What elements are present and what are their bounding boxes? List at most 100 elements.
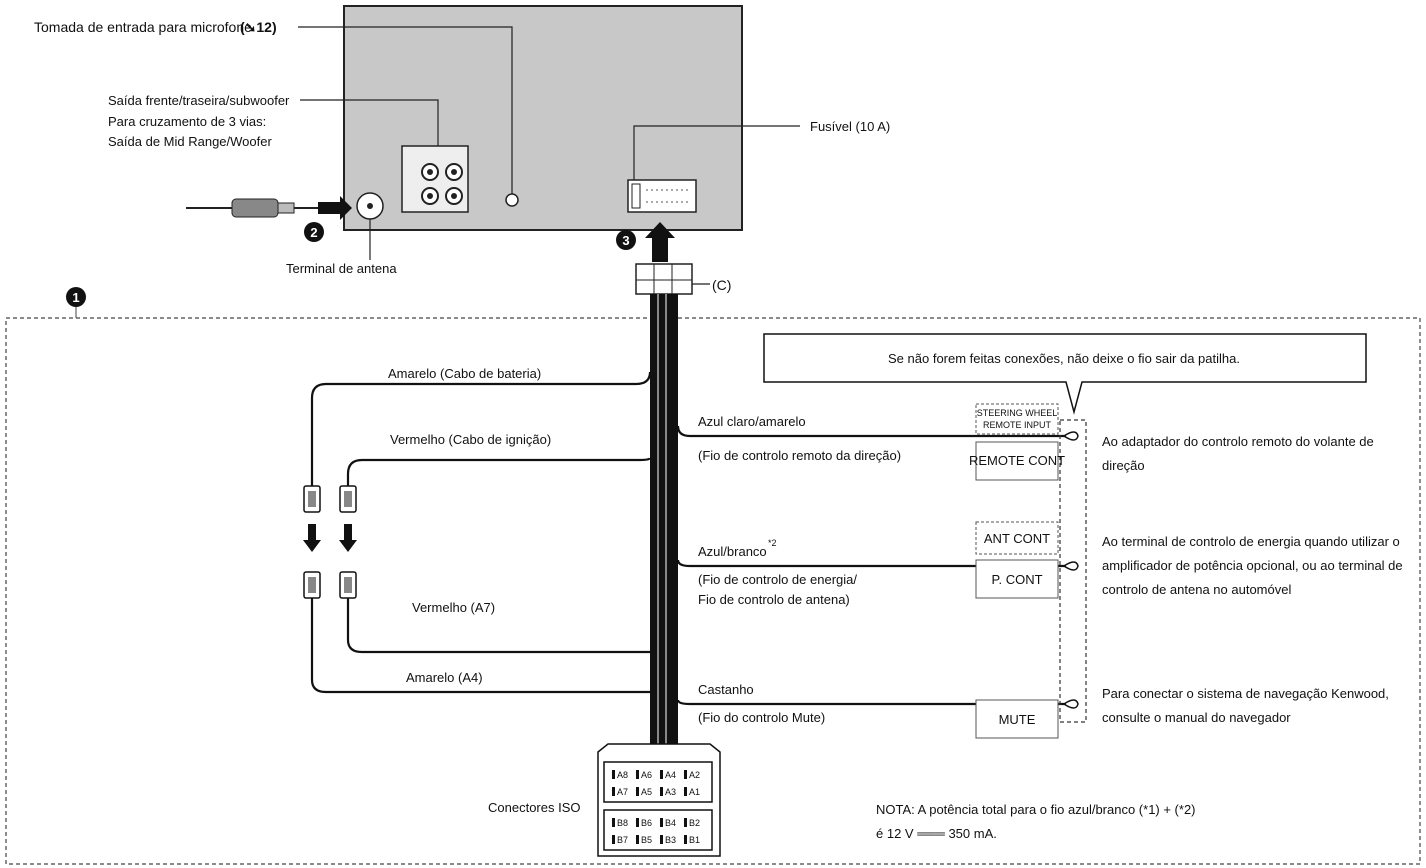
tie-box: [1059, 419, 1087, 723]
steering-label-1: STEERING WHEEL: [977, 408, 1058, 418]
iso-pin-b6: B6: [641, 818, 652, 828]
mic-leader: [298, 26, 513, 194]
right-wires: [676, 425, 1066, 706]
mic-jack-label: Tomada de entrada para microfone: [34, 19, 252, 35]
iso-pin-a3: A3: [665, 787, 676, 797]
antenna-terminal-label: Terminal de antena: [286, 261, 397, 276]
power-desc-2: amplificador de potência opcional, ou ao…: [1102, 558, 1403, 573]
ant-cont-box: [975, 521, 1059, 555]
output-leader: [300, 99, 439, 146]
iso-pin-mark: [660, 770, 663, 779]
power-desc-3: controlo de antena no automóvel: [1102, 582, 1291, 597]
iso-pin-b1: B1: [689, 835, 700, 845]
nav-desc-2: consulte o manual do navegador: [1102, 710, 1291, 725]
brown-label: Castanho: [698, 682, 754, 697]
step-1-number: 1: [72, 290, 79, 305]
step-1-badge: [66, 287, 86, 307]
main-connector: [627, 179, 697, 213]
connector-c: [635, 263, 693, 295]
nav-desc-1: Para conectar o sistema de navegação Ken…: [1102, 686, 1389, 701]
power-desc-1: Ao terminal de controlo de energia quand…: [1102, 534, 1400, 549]
iso-pin-b3: B3: [665, 835, 676, 845]
iso-pin-mark: [636, 835, 639, 844]
left-wires: [310, 371, 652, 694]
iso-pin-b4: B4: [665, 818, 676, 828]
harness-area: [5, 317, 1421, 865]
mic-jack: [505, 193, 519, 207]
steering-label-2: REMOTE INPUT: [983, 420, 1052, 430]
note-callout-text: Se não forem feitas conexões, não deixe …: [888, 351, 1240, 366]
step-2-badge: [304, 222, 324, 242]
blue-white-desc-1: (Fio de controlo de energia/: [698, 572, 857, 587]
light-blue-label: Azul claro/amarelo: [698, 414, 806, 429]
iso-pin-a4: A4: [665, 770, 676, 780]
iso-pin-mark: [612, 770, 615, 779]
note-line-1: NOTA: A potência total para o fio azul/b…: [876, 802, 1196, 817]
output-label-2: Para cruzamento de 3 vias:: [108, 114, 266, 129]
ignition-connector: [339, 485, 357, 599]
iso-pin-a8: A8: [617, 770, 628, 780]
iso-pin-a1: A1: [689, 787, 700, 797]
step-2-number: 2: [310, 225, 317, 240]
mic-jack-ref: (➘12): [240, 19, 277, 35]
arrow-right-icon: [318, 196, 352, 220]
yellow-a4-label: Amarelo (A4): [406, 670, 483, 685]
p-cont-box: [975, 559, 1059, 599]
iso-pin-mark: [684, 835, 687, 844]
antenna-plug: [186, 198, 318, 218]
wire-loops: [1063, 431, 1079, 709]
iso-pin-mark: [612, 787, 615, 796]
rca-output-block: [401, 145, 469, 213]
iso-pin-a7: A7: [617, 787, 628, 797]
remote-cont-box: [975, 441, 1059, 481]
iso-pin-mark: [636, 787, 639, 796]
steering-label-box: [975, 403, 1059, 435]
note-line-2: é 12 V ═══ 350 mA.: [876, 826, 997, 841]
iso-pin-b7: B7: [617, 835, 628, 845]
iso-pin-mark: [660, 787, 663, 796]
connector-c-label: (C): [712, 277, 731, 293]
iso-pin-mark: [684, 770, 687, 779]
iso-pin-mark: [612, 818, 615, 827]
note-callout: [763, 333, 1367, 415]
cable-bundle: [650, 294, 678, 750]
ant-cont-label: ANT CONT: [984, 531, 1050, 546]
iso-pin-mark: [684, 818, 687, 827]
p-cont-label: P. CONT: [991, 572, 1042, 587]
blue-white-superscript: *2: [768, 538, 777, 548]
iso-pin-mark: [684, 787, 687, 796]
iso-pin-b8: B8: [617, 818, 628, 828]
brown-desc: (Fio do controlo Mute): [698, 710, 825, 725]
battery-connector: [303, 485, 321, 599]
iso-pin-b2: B2: [689, 818, 700, 828]
arrow-up-icon: [645, 222, 675, 262]
fuse-label: Fusível (10 A): [810, 119, 890, 134]
red-ignition-label: Vermelho (Cabo de ignição): [390, 432, 551, 447]
mute-label: MUTE: [999, 712, 1036, 727]
remote-cont-label: REMOTE CONT: [969, 453, 1065, 468]
fuse-leader: [633, 125, 800, 180]
blue-white-label: Azul/branco: [698, 544, 767, 559]
steering-desc-2: direção: [1102, 458, 1145, 473]
output-label-3: Saída de Mid Range/Woofer: [108, 134, 272, 149]
iso-pin-mark: [612, 835, 615, 844]
iso-connector: [597, 743, 721, 857]
mute-box: [975, 699, 1059, 739]
iso-pin-mark: [636, 770, 639, 779]
yellow-battery-label: Amarelo (Cabo de bateria): [388, 366, 541, 381]
red-a7-label: Vermelho (A7): [412, 600, 495, 615]
steering-desc-1: Ao adaptador do controlo remoto do volan…: [1102, 434, 1374, 449]
iso-pin-mark: [636, 818, 639, 827]
blue-white-desc-2: Fio de controlo de antena): [698, 592, 850, 607]
step-3-badge: [616, 230, 636, 250]
iso-pin-mark: [660, 818, 663, 827]
iso-pin-a6: A6: [641, 770, 652, 780]
iso-pin-b5: B5: [641, 835, 652, 845]
iso-connectors-label: Conectores ISO: [488, 800, 581, 815]
iso-pin-a2: A2: [689, 770, 700, 780]
light-blue-desc: (Fio de controlo remoto da direção): [698, 448, 901, 463]
output-label-1: Saída frente/traseira/subwoofer: [108, 93, 290, 108]
step-3-number: 3: [622, 233, 629, 248]
